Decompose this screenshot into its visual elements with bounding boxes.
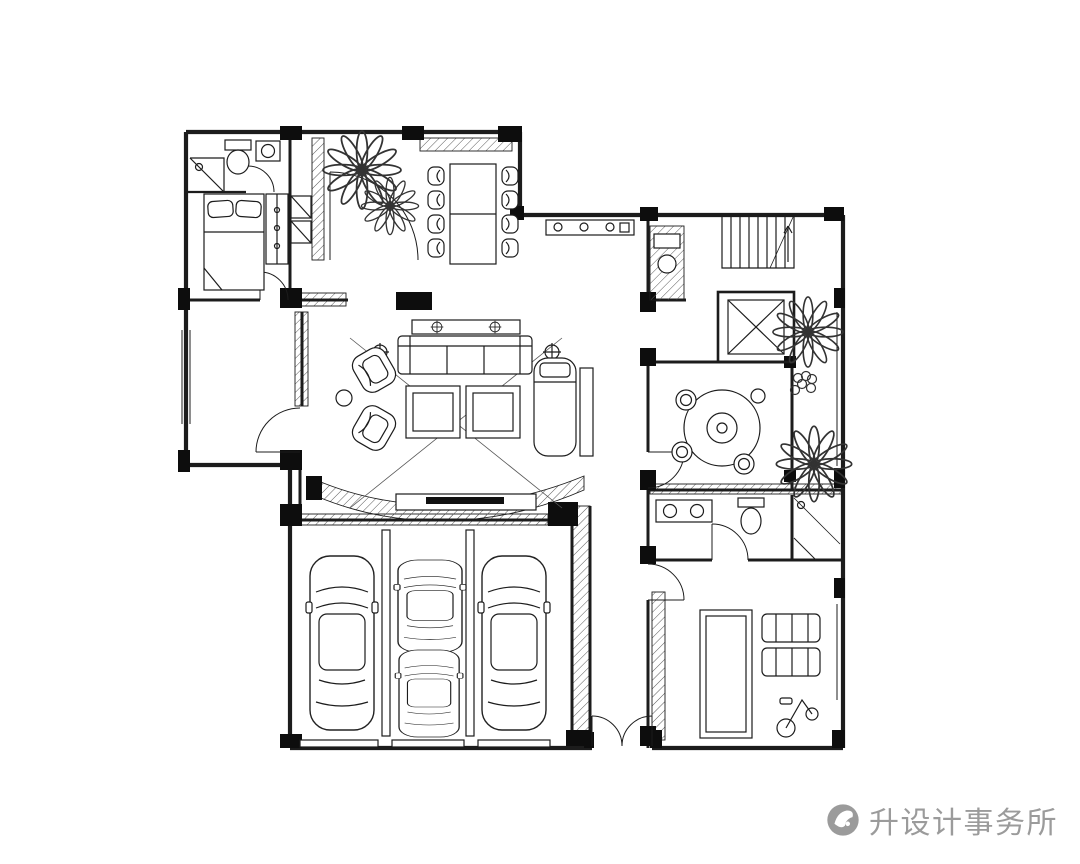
foyer-plants	[322, 130, 420, 236]
bathroom-1	[189, 139, 281, 193]
tea-room	[671, 388, 766, 475]
wardrobe	[265, 193, 289, 265]
armchairs	[335, 343, 401, 455]
tv-icon	[426, 497, 504, 504]
pebble-plants	[789, 370, 818, 396]
gym	[699, 609, 821, 739]
garage-doors	[299, 739, 551, 748]
stair-arrow-icon	[783, 225, 793, 262]
sideboard-console	[545, 219, 635, 236]
gym-table	[699, 609, 753, 739]
shower2-icon	[793, 497, 841, 545]
gym-machine-1	[761, 613, 821, 643]
bed	[203, 193, 265, 291]
car-left	[305, 555, 379, 731]
car-lift-upper	[393, 559, 467, 653]
garage-bay-dividers	[381, 529, 475, 737]
round-table	[683, 389, 761, 467]
coffee-tables	[405, 385, 521, 439]
bedroom	[203, 193, 289, 291]
toilet2-icon	[737, 497, 765, 535]
tea-side-table	[750, 388, 766, 404]
dining-room	[427, 163, 519, 265]
gym-door	[647, 563, 685, 601]
car-lift-lower	[394, 649, 464, 738]
elevator	[716, 290, 796, 364]
sofa	[397, 335, 533, 375]
gym-machine-2	[761, 647, 821, 677]
foyer	[290, 130, 420, 244]
corridor-cabinet	[649, 225, 685, 301]
entry-door-arc	[329, 171, 419, 261]
bath1-door	[247, 165, 275, 193]
garage	[299, 529, 551, 748]
columns	[178, 126, 845, 748]
tv-cabinet	[395, 493, 537, 511]
car-right	[477, 555, 551, 731]
side-table	[335, 389, 353, 407]
console-behind-chaise	[579, 367, 594, 457]
entry-double-door	[591, 715, 653, 747]
living-room	[335, 319, 594, 511]
vanity-sinks	[655, 499, 713, 523]
watermark: 升设计事务所	[824, 798, 1058, 842]
shower-icon	[189, 157, 225, 193]
plants-right	[772, 296, 853, 503]
bathroom2-door	[711, 523, 749, 561]
sheng-design-logo-icon	[824, 801, 862, 839]
stairs	[721, 214, 795, 269]
bathroom-2	[655, 497, 841, 545]
shower2-door	[793, 537, 817, 561]
chaise-lounge	[533, 357, 577, 457]
sink-icon	[255, 140, 281, 162]
windows	[181, 312, 838, 700]
exercise-bike-icon	[776, 697, 819, 738]
study-door	[255, 407, 301, 453]
sofa-back-table	[411, 319, 521, 335]
shoe-cabinets	[290, 195, 312, 244]
watermark-text: 升设计事务所	[869, 807, 1058, 840]
toilet-icon	[224, 139, 252, 175]
